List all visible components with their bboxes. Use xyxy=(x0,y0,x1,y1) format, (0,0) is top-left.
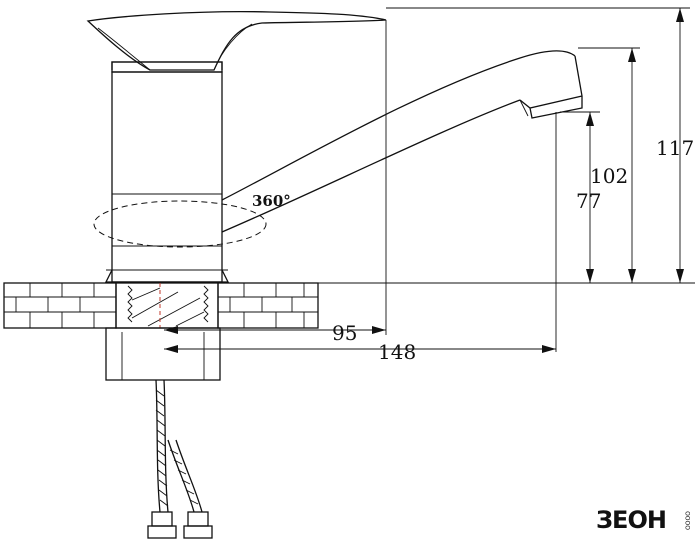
body-base-flare xyxy=(104,269,230,283)
countertop xyxy=(3,282,319,329)
dimension-95: 95 xyxy=(332,321,357,345)
arrow-148-right xyxy=(542,345,556,353)
arrow-102-bottom xyxy=(628,269,636,283)
spout-upper-edge xyxy=(221,50,576,201)
arrow-148-left xyxy=(164,345,178,353)
lever-handle-detail xyxy=(97,23,253,71)
brand-tagline: ОООО xyxy=(685,511,692,530)
arrow-117-bottom xyxy=(676,269,684,283)
brand-logo: ЗЕОН ОООО xyxy=(596,506,692,534)
lever-handle xyxy=(86,10,387,71)
arrow-95-right xyxy=(372,326,386,334)
arrow-102-top xyxy=(628,48,636,62)
countertop-right xyxy=(217,282,319,329)
brand-name: ЗЕОН xyxy=(596,506,666,534)
arrow-117-top xyxy=(676,8,684,22)
supply-hose-left xyxy=(147,379,177,539)
dimension-77: 77 xyxy=(576,189,601,213)
arrow-95-left xyxy=(164,326,178,334)
countertop-left xyxy=(3,282,117,329)
handle-cap xyxy=(111,61,223,70)
arrow-77-top xyxy=(586,112,594,126)
rotation-ellipse xyxy=(93,200,267,248)
spout-aerator xyxy=(519,55,583,119)
supply-hose-right xyxy=(167,439,213,539)
arrow-77-bottom xyxy=(586,269,594,283)
brick-pattern xyxy=(4,283,318,328)
stud-threads xyxy=(127,285,209,327)
spout-outlet-line xyxy=(519,99,529,117)
rotation-label: 360° xyxy=(252,192,291,210)
spout-lower-edge xyxy=(221,99,521,233)
mounting-nut xyxy=(105,327,221,381)
dimension-102: 102 xyxy=(590,164,628,188)
dimension-117: 117 xyxy=(656,136,694,160)
dimension-148: 148 xyxy=(378,340,416,364)
faucet-body xyxy=(111,71,223,283)
